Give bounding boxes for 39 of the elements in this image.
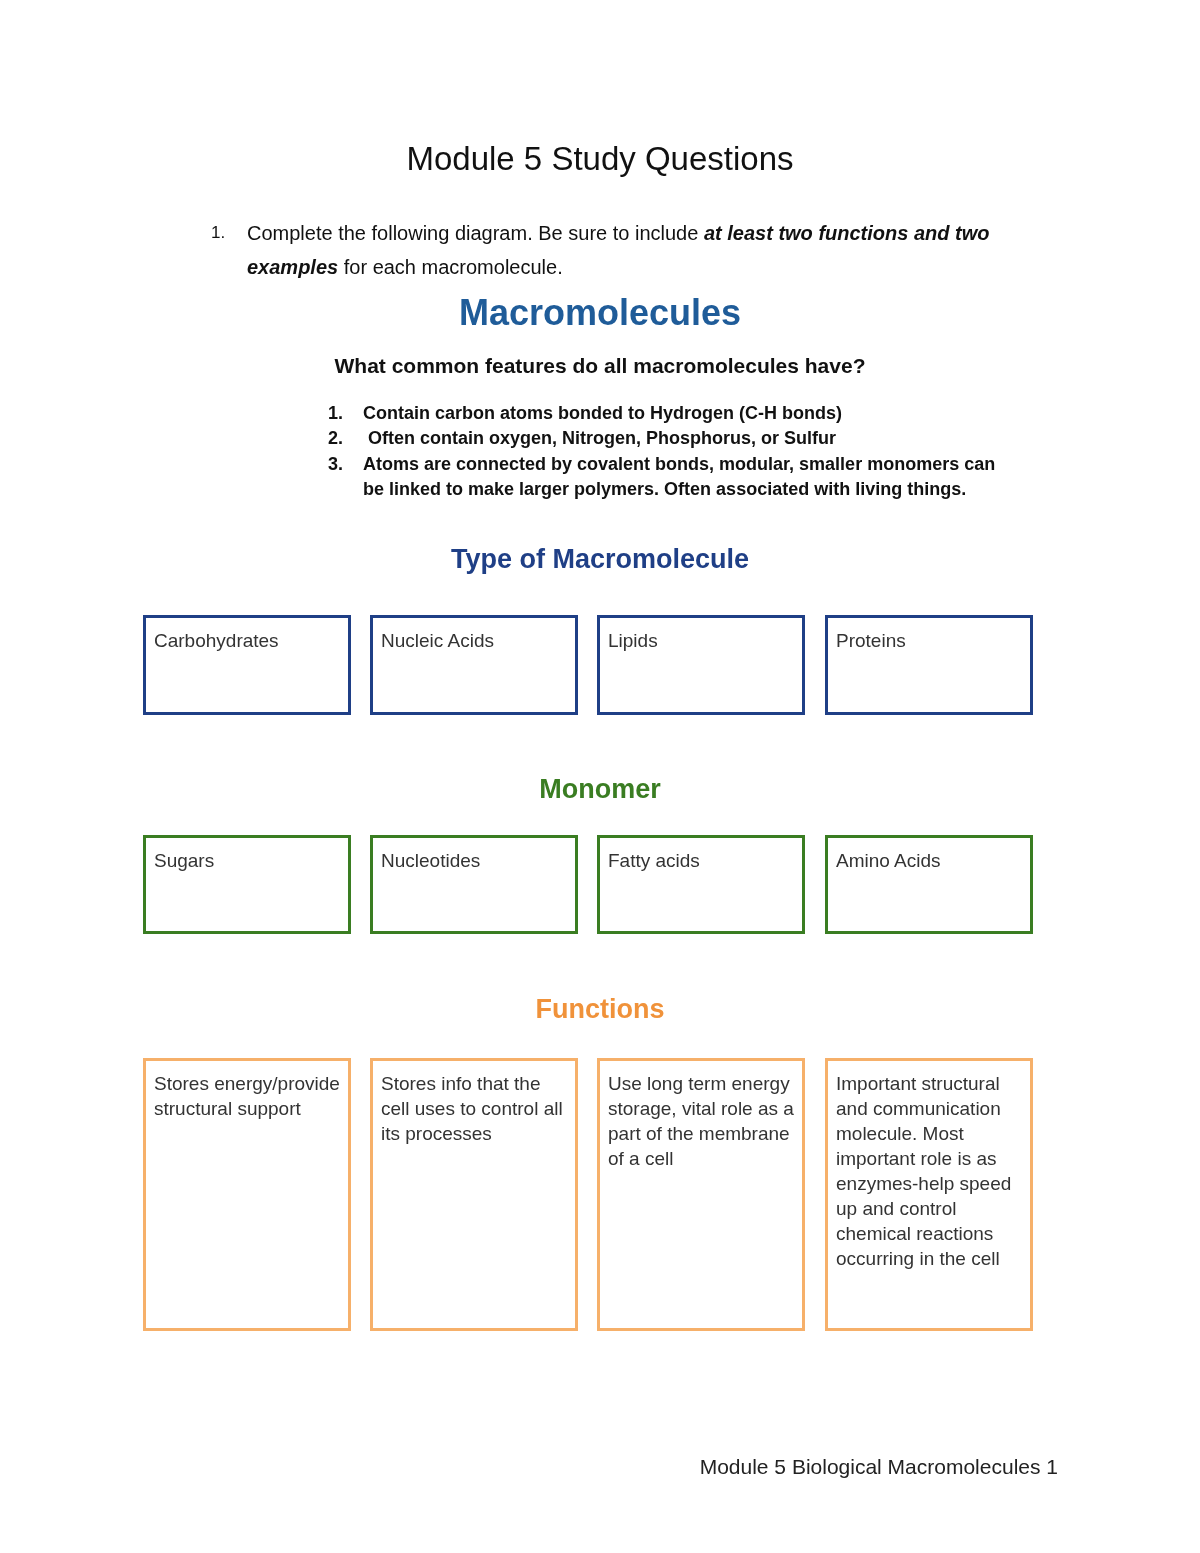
- box-text: Stores energy/provide structural support: [154, 1073, 340, 1119]
- answer-box: [143, 615, 351, 715]
- answer-box: [370, 1058, 578, 1331]
- page-title: Module 5 Study Questions: [405, 140, 795, 178]
- heading: Macromolecules: [457, 291, 743, 335]
- box-text: Nucleotides: [381, 850, 481, 871]
- answer-box: [370, 835, 578, 934]
- section-heading: Functions: [534, 993, 666, 1026]
- question-text: Complete the following diagram. Be sure to include at least two functions and two examples for each macromolecule.: [247, 221, 991, 280]
- answer-box: [143, 1058, 351, 1331]
- question-number: 1.: [211, 222, 227, 244]
- list-item: Atoms are connected by covalent bonds, modular, smaller monomers can be linked to make larger polymers. Often associated with living things.: [363, 453, 997, 501]
- answer-box: [825, 835, 1033, 934]
- box-text: Proteins: [836, 630, 906, 651]
- answer-box: [143, 835, 351, 934]
- answer-box: [370, 615, 578, 715]
- box-text: Fatty acids: [608, 850, 700, 871]
- box-text: Stores info that the cell uses to control all its processes: [381, 1073, 563, 1144]
- list-number: 3.: [328, 453, 344, 476]
- question-text: What common features do all macromolecules have?: [333, 353, 867, 379]
- answer-box: [825, 615, 1033, 715]
- answer-box: [597, 615, 805, 715]
- box-text: Sugars: [154, 850, 215, 871]
- box-text: Amino Acids: [836, 850, 941, 871]
- list-item: Often contain oxygen, Nitrogen, Phosphorus, or Sulfur: [368, 427, 838, 450]
- answer-box: [597, 1058, 805, 1331]
- answer-box: [597, 835, 805, 934]
- box-text: Carbohydrates: [154, 630, 279, 651]
- box-text: Important structural and communication molecule. Most important role is as enzymes-help speed up and control chemical reactions occurring in the cell: [836, 1073, 1012, 1269]
- box-text: Lipids: [608, 630, 658, 651]
- section-heading: Type of Macromolecule: [449, 543, 751, 576]
- section-heading: Monomer: [538, 773, 662, 806]
- answer-box: [825, 1058, 1033, 1331]
- list-number: 2.: [328, 427, 344, 450]
- list-number: 1.: [328, 402, 344, 425]
- box-text: Nucleic Acids: [381, 630, 494, 651]
- footer-text: Module 5 Biological Macromolecules 1: [698, 1454, 1058, 1480]
- box-text: Use long term energy storage, vital role as a part of the membrane of a cell: [608, 1073, 794, 1169]
- list-item: Contain carbon atoms bonded to Hydrogen (C-H bonds): [363, 402, 843, 425]
